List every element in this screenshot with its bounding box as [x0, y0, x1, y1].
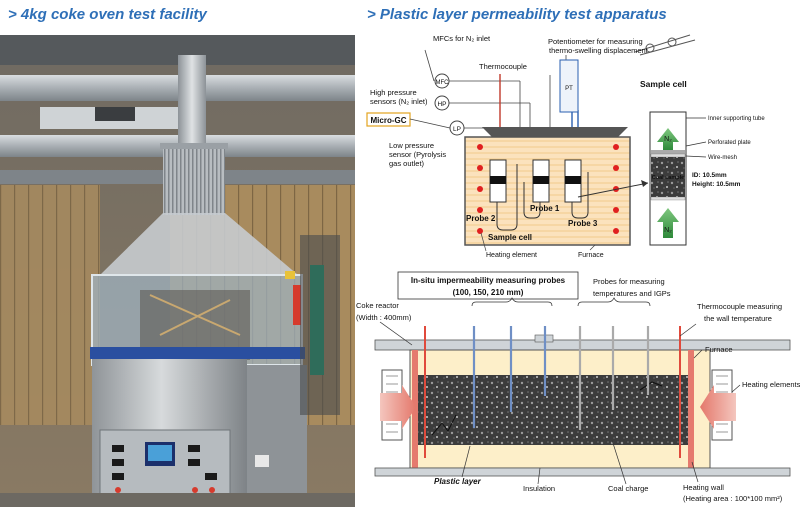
impermeability-probes-label-2: (100, 150, 210 mm): [453, 288, 524, 297]
potentiometer-label-2: thermo-swelling displacement: [549, 46, 649, 55]
lp-label-1: Low pressure: [389, 141, 434, 150]
plastic-layer-label: Plastic layer: [434, 477, 482, 486]
temp-probes-label-1: Probes for measuring: [593, 277, 665, 286]
coke-reactor-label-1: Coke reactor: [356, 301, 399, 310]
sample-cell-title: Sample cell: [640, 79, 687, 89]
right-title: > Plastic layer permeability test appara…: [367, 6, 667, 23]
apparatus-diagram: MFCs for N₂ inlet Potentiometer for meas…: [356, 34, 800, 503]
potentiometer-box: PT: [565, 86, 573, 92]
hp-label-2: sensors (N₂ inlet): [370, 97, 428, 106]
sample-cell-detail: [649, 111, 687, 246]
coal-charge-label: Coal charge: [608, 484, 648, 493]
heat-arrow-left-icon: [380, 385, 416, 429]
wire-mesh-label: Wire-mesh: [708, 155, 737, 161]
bottom-probes: [424, 326, 681, 458]
wall-thermocouple-label-1: Thermocouple measuring: [697, 302, 782, 311]
n2-top-label: N₂: [664, 136, 672, 143]
n2-bottom-label: N₂: [664, 227, 672, 234]
heating-element-label: Heating element: [486, 252, 537, 259]
probe-3-label: Probe 3: [568, 219, 598, 228]
heating-wall-label-1: Heating wall: [683, 483, 724, 492]
lp-circle: LP: [453, 126, 461, 133]
perforated-plate-label: Perforated plate: [708, 140, 751, 146]
heat-arrow-right-icon: [700, 385, 736, 429]
impermeability-probes-label-1: In-situ impermeability measuring probes: [411, 276, 566, 285]
potentiometer-label-1: Potentiometer for measuring: [548, 37, 643, 46]
wall-thermocouple-label-2: the wall temperature: [704, 314, 772, 323]
mfc-circle: MFC: [436, 80, 450, 86]
lp-label-3: gas outlet): [389, 159, 425, 168]
mfc-label: MFCs for N₂ inlet: [433, 34, 491, 43]
coal-charge: [418, 375, 688, 445]
probe-2-label: Probe 2: [466, 214, 496, 223]
cell-id-label: ID: 10.5mm: [692, 172, 727, 179]
temp-probes-label-2: temperatures and IGPs: [593, 289, 671, 298]
lp-label-2: sensor (Pyrolysis: [389, 150, 446, 159]
pressure-gauge-icon: [634, 34, 696, 56]
coke-oven-photo: [0, 35, 355, 507]
sample-cell-label: Sample cell: [488, 233, 532, 242]
inner-tube-label: Inner supporting tube: [708, 116, 765, 122]
heating-wall-label-2: (Heating area : 100*100 mm²): [683, 494, 783, 503]
coke-reactor-label-2: (Width : 400mm): [356, 313, 412, 322]
coal-sample-label: Coal sample: [652, 175, 684, 181]
insulation-label: Insulation: [523, 484, 555, 493]
furnace-label-bottom: Furnace: [705, 345, 733, 354]
hp-label-1: High pressure: [370, 88, 417, 97]
left-title: > 4kg coke oven test facility: [8, 6, 207, 23]
cell-height-label: Height: 10.5mm: [692, 181, 741, 188]
furnace-label-top: Furnace: [578, 252, 604, 259]
hp-circle: HP: [437, 101, 446, 108]
probe-tubes: [489, 159, 589, 231]
probe-1-label: Probe 1: [530, 204, 560, 213]
microgc-box: Micro-GC: [371, 116, 407, 125]
thermocouple-label: Thermocouple: [479, 62, 527, 71]
heating-elements-label: Heating elements: [742, 380, 800, 389]
